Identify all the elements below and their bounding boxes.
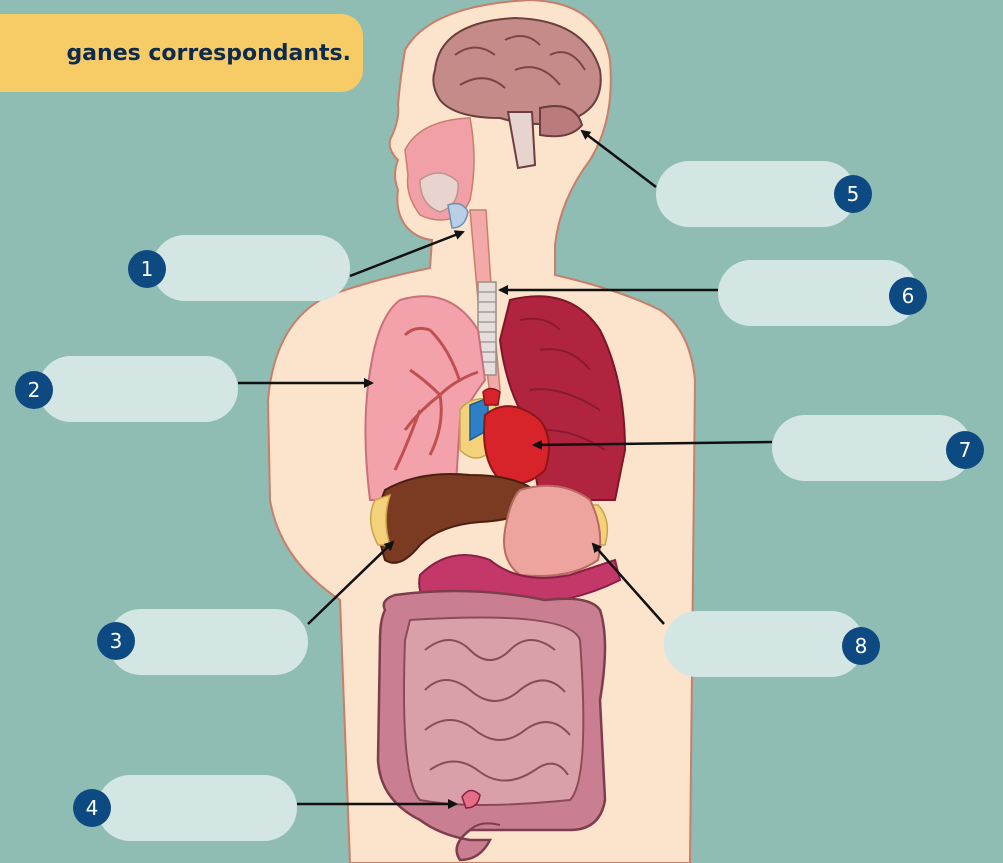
answer-box-3[interactable] xyxy=(108,609,308,675)
stomach xyxy=(504,486,600,576)
label-badge-5: 5 xyxy=(834,175,872,213)
answer-box-1[interactable] xyxy=(152,235,350,301)
answer-box-7[interactable] xyxy=(772,415,972,481)
label-badge-6: 6 xyxy=(889,277,927,315)
label-badge-8: 8 xyxy=(842,627,880,665)
label-badge-3: 3 xyxy=(97,622,135,660)
answer-box-4[interactable] xyxy=(97,775,297,841)
answer-box-5[interactable] xyxy=(656,161,856,227)
label-badge-1: 1 xyxy=(128,250,166,288)
leader-line-5 xyxy=(582,131,656,187)
label-badge-4: 4 xyxy=(73,789,111,827)
answer-box-2[interactable] xyxy=(38,356,238,422)
instruction-banner: ganes correspondants. xyxy=(0,14,363,92)
label-badge-2: 2 xyxy=(15,371,53,409)
answer-box-6[interactable] xyxy=(718,260,918,326)
instruction-text: ganes correspondants. xyxy=(66,41,351,66)
answer-box-8[interactable] xyxy=(664,611,864,677)
label-badge-7: 7 xyxy=(946,431,984,469)
